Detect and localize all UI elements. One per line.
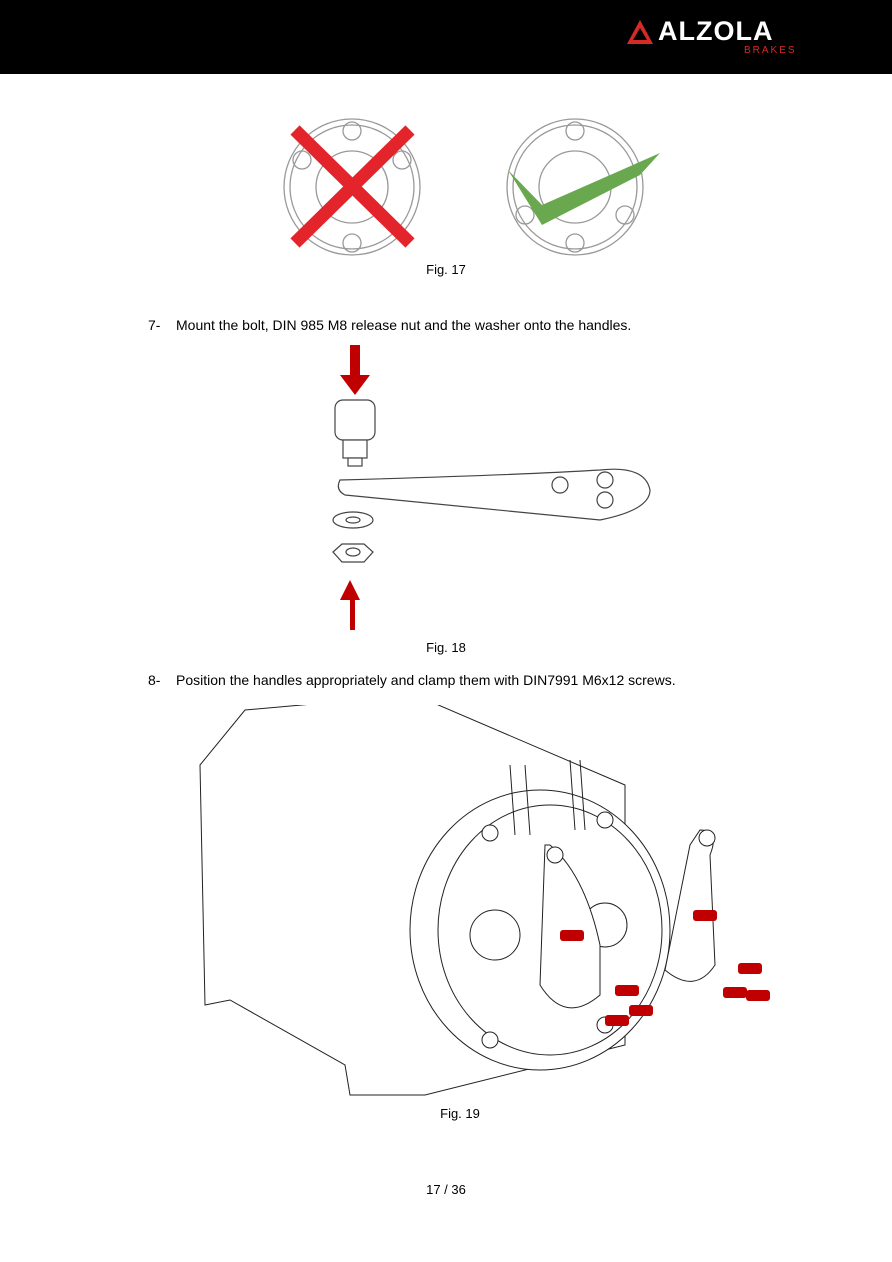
fig18-illustration [332,345,651,630]
fig19-caption: Fig. 19 [440,1106,480,1121]
step-text: Mount the bolt, DIN 985 M8 release nut a… [176,317,632,333]
step-number: 8- [148,672,161,688]
header-bar: ALZOLA BRAKES [0,0,892,74]
checkmark-icon [508,153,660,225]
fig19-illustration [199,705,770,1096]
brand-sub: BRAKES [744,45,797,56]
logo-triangle-icon [627,20,653,44]
brand-name: ALZOLA [658,16,774,46]
step-text: Position the handles appropriately and c… [176,672,676,688]
fig18-caption: Fig. 18 [426,640,466,655]
screw-icons [560,910,770,1026]
step-number: 7- [148,317,161,333]
fig17-caption: Fig. 17 [426,262,466,277]
alzola-logo: ALZOLA BRAKES [626,16,801,58]
cross-icon [290,125,415,248]
page-number: 17 / 36 [426,1182,466,1197]
fig17-illustration [283,118,660,256]
